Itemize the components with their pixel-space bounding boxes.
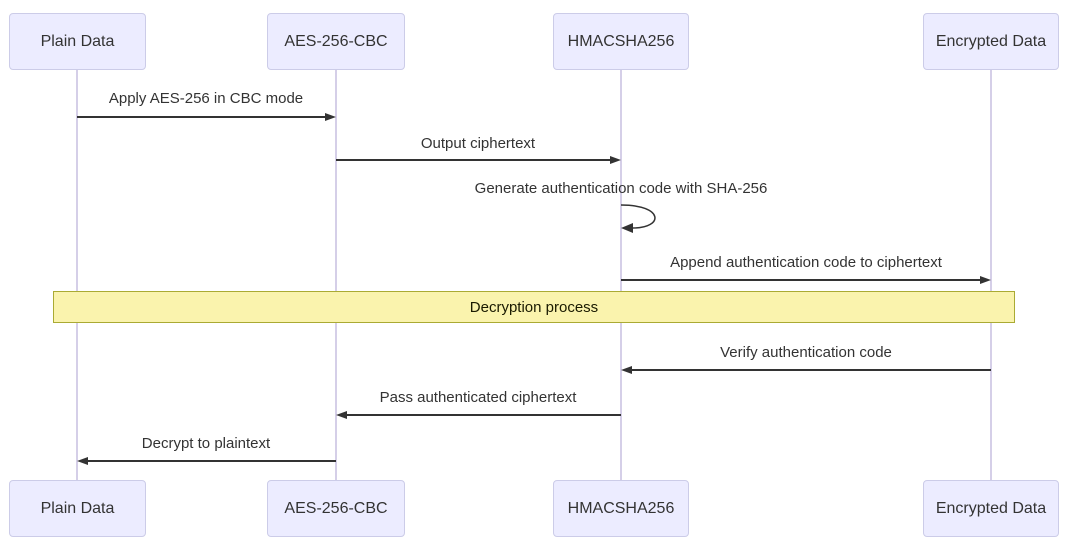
actor-top-aes-256-cbc: AES-256-CBC bbox=[267, 13, 405, 70]
actor-label: AES-256-CBC bbox=[284, 32, 388, 50]
actor-label: Encrypted Data bbox=[935, 32, 1047, 50]
message-line-output-ciphertext bbox=[336, 159, 611, 161]
note-decryption-process: Decryption process bbox=[53, 291, 1015, 323]
message-line-decrypt-plaintext bbox=[87, 460, 336, 462]
arrowhead-left-icon bbox=[336, 411, 347, 419]
message-label-append-auth-code: Append authentication code to ciphertext bbox=[670, 254, 942, 271]
message-label-pass-ciphertext: Pass authenticated ciphertext bbox=[379, 389, 577, 406]
message-line-pass-ciphertext bbox=[346, 414, 621, 416]
message-line-apply-aes bbox=[77, 116, 326, 118]
actor-bottom-encrypted-data: Encrypted Data bbox=[923, 480, 1059, 537]
arrowhead-right-icon bbox=[980, 276, 991, 284]
lifeline-plain-data bbox=[76, 69, 78, 481]
lifeline-hmacsha256 bbox=[620, 69, 622, 481]
actor-label: HMACSHA256 bbox=[567, 499, 675, 517]
message-line-append-auth-code bbox=[621, 279, 981, 281]
message-line-verify-auth-code bbox=[631, 369, 991, 371]
actor-top-hmacsha256: HMACSHA256 bbox=[553, 13, 689, 70]
arrowhead-right-icon bbox=[610, 156, 621, 164]
actor-label: Plain Data bbox=[40, 499, 115, 517]
arrowhead-left-icon bbox=[621, 366, 632, 374]
note-label: Decryption process bbox=[469, 298, 599, 316]
actor-label: Encrypted Data bbox=[935, 499, 1047, 517]
actor-label: AES-256-CBC bbox=[284, 499, 388, 517]
arrowhead-left-icon bbox=[77, 457, 88, 465]
actor-top-plain-data: Plain Data bbox=[9, 13, 146, 70]
self-loop-arrow-icon bbox=[620, 204, 656, 233]
message-label-verify-auth-code: Verify authentication code bbox=[720, 344, 892, 361]
actor-bottom-aes-256-cbc: AES-256-CBC bbox=[267, 480, 405, 537]
actor-bottom-plain-data: Plain Data bbox=[9, 480, 146, 537]
actor-label: Plain Data bbox=[40, 32, 115, 50]
actor-label: HMACSHA256 bbox=[567, 32, 675, 50]
actor-bottom-hmacsha256: HMACSHA256 bbox=[553, 480, 689, 537]
actor-top-encrypted-data: Encrypted Data bbox=[923, 13, 1059, 70]
message-label-decrypt-plaintext: Decrypt to plaintext bbox=[141, 435, 271, 452]
message-label-generate-auth-code: Generate authentication code with SHA-25… bbox=[474, 180, 768, 197]
arrowhead-right-icon bbox=[325, 113, 336, 121]
message-label-apply-aes: Apply AES-256 in CBC mode bbox=[108, 90, 304, 107]
message-label-output-ciphertext: Output ciphertext bbox=[420, 135, 536, 152]
lifeline-encrypted-data bbox=[990, 69, 992, 481]
lifeline-aes-256-cbc bbox=[335, 69, 337, 481]
